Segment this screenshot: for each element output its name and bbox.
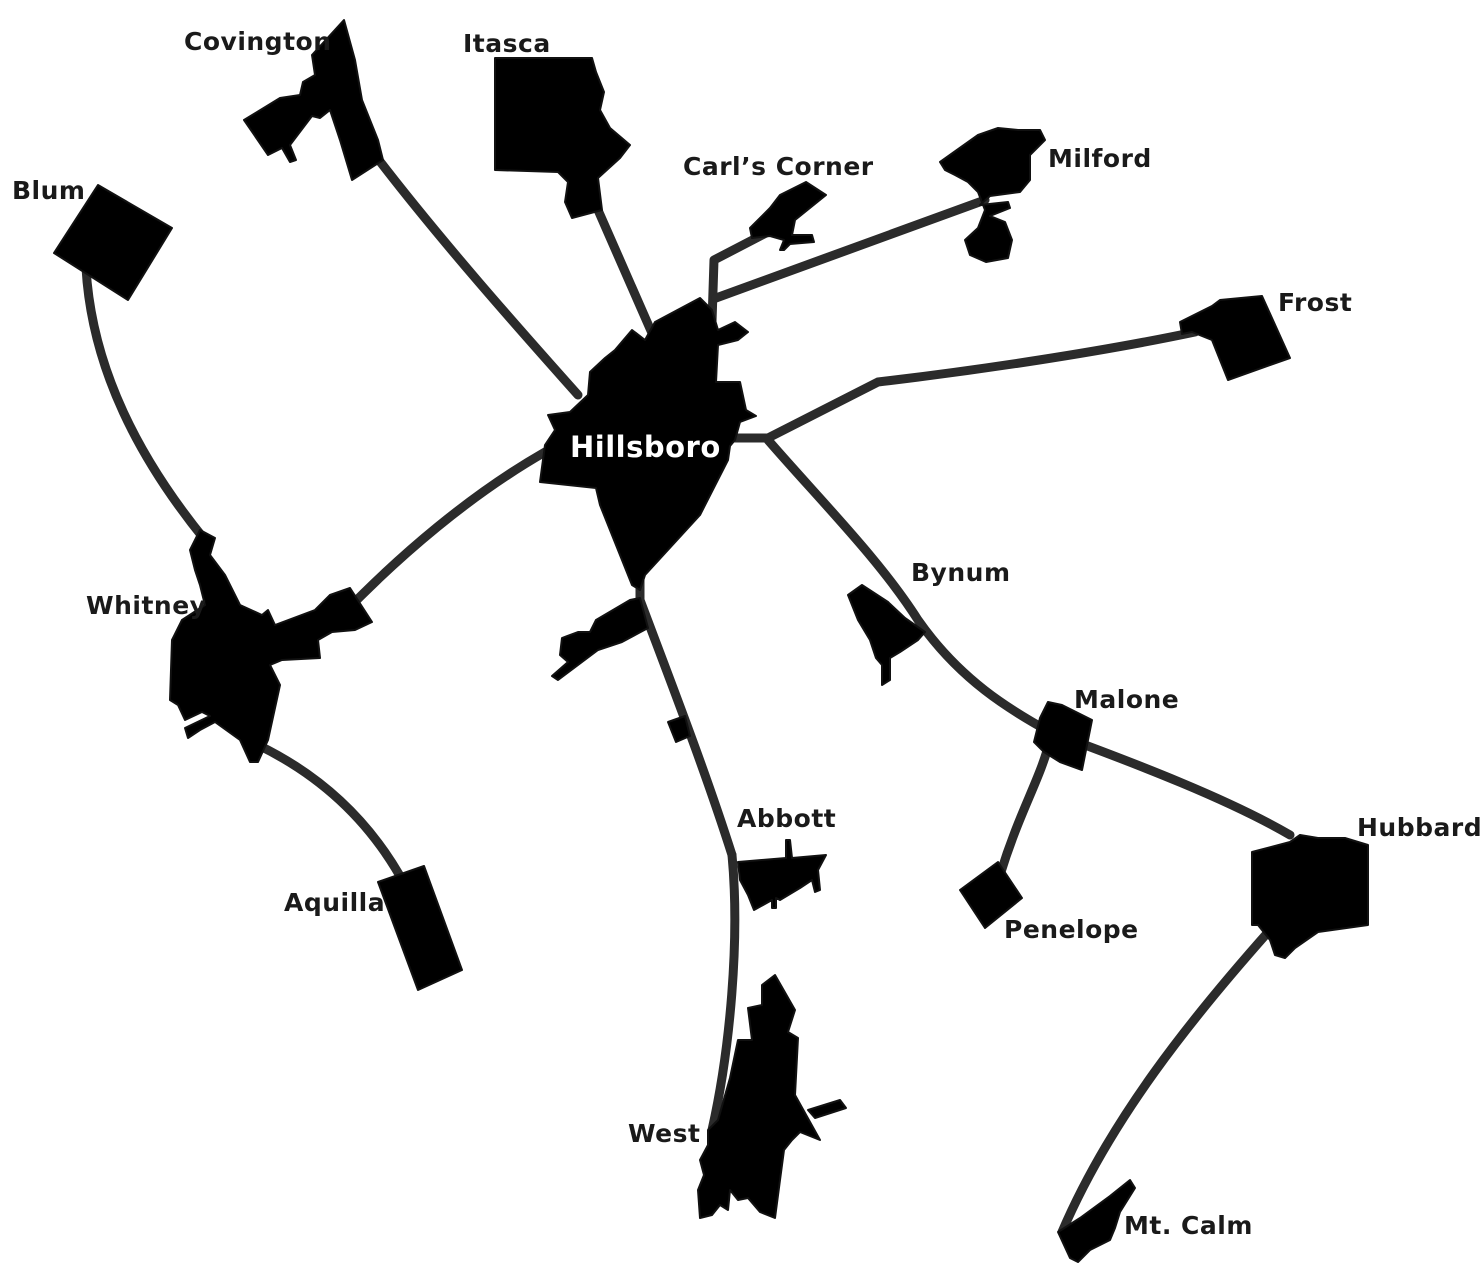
bynum-label: Bynum [911, 558, 1011, 587]
towns [53, 19, 1369, 1263]
road-hillsboro-whitney [337, 447, 550, 620]
road-hillsboro-milford [711, 195, 990, 303]
road-hillsboro-itasca [593, 205, 660, 345]
road-hillsboro-malone [763, 435, 1055, 737]
blum-shape [53, 184, 173, 301]
road-hillsboro-frost [723, 327, 1200, 443]
road-hillsboro-abbott [635, 570, 737, 860]
hillsboro-label: Hillsboro [570, 430, 721, 464]
hubbard-shape [1251, 834, 1369, 959]
carls-corner-label: Carl’s Corner [683, 152, 874, 181]
whitney-shape [169, 529, 373, 763]
west-label: West [628, 1119, 700, 1148]
road-blum-whitney [81, 263, 210, 545]
road-hubbard-mtcalm [1057, 925, 1275, 1237]
covington-label: Covington [184, 27, 332, 56]
road-hillsboro-covington [370, 150, 583, 400]
roadside-town-shape [667, 715, 691, 743]
labels: Hillsboro Covington Itasca Carl’s Corner… [12, 27, 1481, 1240]
hubbard-label: Hubbard [1357, 813, 1481, 842]
blum-label: Blum [12, 176, 85, 205]
mt-calm-label: Mt. Calm [1124, 1211, 1253, 1240]
road-abbott-west [707, 850, 740, 1135]
penelope-shape [959, 861, 1023, 929]
frost-shape [1179, 295, 1291, 381]
milford-label: Milford [1048, 144, 1152, 173]
road-malone-penelope [995, 735, 1055, 880]
mt-calm-shape [1057, 1179, 1136, 1263]
south-hillsboro-shape [551, 597, 649, 681]
bynum-shape [847, 584, 926, 686]
aquilla-shape [377, 865, 463, 991]
aquilla-label: Aquilla [284, 888, 385, 917]
hillsboro-shape [539, 297, 757, 591]
itasca-shape [494, 57, 631, 219]
malone-label: Malone [1074, 685, 1179, 714]
whitney-label: Whitney [86, 591, 206, 620]
carls-corner-shape [749, 181, 827, 251]
abbott-label: Abbott [737, 804, 836, 833]
west-spur-shape [807, 1099, 847, 1119]
roads [81, 150, 1295, 1237]
malone-shape [1033, 701, 1093, 771]
penelope-label: Penelope [1004, 915, 1139, 944]
road-hillsboro-carls-corner [707, 227, 773, 327]
frost-label: Frost [1278, 288, 1352, 317]
road-whitney-aquilla [253, 740, 410, 890]
covington-shape [243, 19, 384, 181]
itasca-label: Itasca [463, 29, 551, 58]
west-shape [697, 974, 821, 1219]
abbott-shape [737, 839, 827, 911]
milford-shape [939, 127, 1046, 263]
